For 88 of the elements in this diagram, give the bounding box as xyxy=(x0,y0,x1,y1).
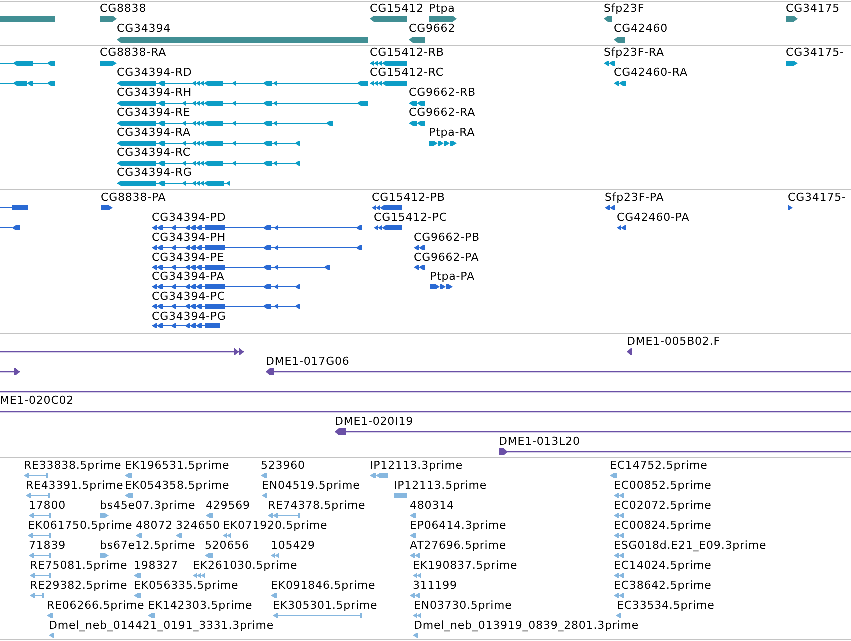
est-label: IP12113.3prime xyxy=(370,460,464,472)
gene-label: Ptpa xyxy=(429,3,456,15)
est-label: RE06266.5prime xyxy=(47,600,145,612)
est-label: EC00852.5prime xyxy=(614,480,712,492)
transcript-label: CG34394-RG xyxy=(117,167,192,179)
est-label: 198327 xyxy=(134,560,178,572)
est-label: bs45e07.3prime xyxy=(100,500,196,512)
clone-label: DME1-017G06 xyxy=(266,356,350,368)
est-label: bs67e12.5prime xyxy=(100,540,196,552)
gene-label: CG34394 xyxy=(117,23,171,35)
transcript-label: Ptpa-RA xyxy=(429,127,476,139)
gene-label: CG15412 xyxy=(370,3,424,15)
est-label: RE33838.5prime xyxy=(24,460,122,472)
gene-label: Sfp23F xyxy=(604,3,645,15)
transcript-label: CG9662-RB xyxy=(409,87,476,99)
est-label: Dmel_neb_013919_0839_2801.3prime xyxy=(414,620,640,632)
protein-label: CG34394-PC xyxy=(152,291,226,303)
clone-label: DME1-020I19 xyxy=(335,416,414,428)
gene-label: CG42460 xyxy=(614,23,668,35)
est-label: RE43391.5prime xyxy=(26,480,124,492)
est-label: EC14024.5prime xyxy=(614,560,712,572)
est-label: RE75081.5prime xyxy=(30,560,128,572)
est-label: 429569 xyxy=(206,500,250,512)
est-label: EC33534.5prime xyxy=(617,600,715,612)
est-label: EK190837.5prime xyxy=(413,560,518,572)
est-label: 17800 xyxy=(29,500,66,512)
est-label: IP12113.5prime xyxy=(394,480,488,492)
est-label: 71839 xyxy=(29,540,66,552)
clone-label: ME1-020C02 xyxy=(0,395,74,407)
protein-label: CG42460-PA xyxy=(617,212,690,224)
est-label: 48072 xyxy=(136,520,173,532)
gene-label: CG9662 xyxy=(409,23,456,35)
protein-label: CG34394-PH xyxy=(152,232,226,244)
gene-label: CG8838 xyxy=(100,3,147,15)
est-label: 523960 xyxy=(261,460,306,472)
transcript-label: CG34175- xyxy=(786,47,844,59)
est-label: EP06414.3prime xyxy=(410,520,507,532)
est-label: EK054358.5prime xyxy=(125,480,230,492)
transcript-label: CG34394-RC xyxy=(117,147,191,159)
est-label: EK071920.5prime xyxy=(223,520,328,532)
transcript-label: CG34394-RH xyxy=(117,87,192,99)
est-label: 311199 xyxy=(413,580,458,592)
protein-label: CG15412-PC xyxy=(374,212,448,224)
transcript-label: CG15412-RC xyxy=(370,67,444,79)
est-label: ESG018d.E21_E09.3prime xyxy=(614,540,767,552)
est-label: EK142303.5prime xyxy=(148,600,253,612)
protein-label: CG15412-PB xyxy=(372,192,446,204)
est-label: EC00824.5prime xyxy=(614,520,712,532)
est-label: 520656 xyxy=(205,540,250,552)
est-label: EK196531.5prime xyxy=(125,460,230,472)
gene-label: CG34175 xyxy=(786,3,840,15)
protein-label: CG34394-PA xyxy=(152,271,225,283)
protein-label: Sfp23F-PA xyxy=(605,192,664,204)
transcript-label: CG15412-RB xyxy=(370,47,444,59)
est-label: EN03730.5prime xyxy=(414,600,512,612)
protein-label: CG9662-PA xyxy=(414,252,480,264)
est-label: EC14752.5prime xyxy=(610,460,708,472)
est-label: 480314 xyxy=(410,500,454,512)
clone-label: DME1-005B02.F xyxy=(627,336,720,348)
est-label: Dmel_neb_014421_0191_3331.3prime xyxy=(49,620,274,632)
est-label: 105429 xyxy=(271,540,316,552)
transcript-label: CG34394-RD xyxy=(117,67,192,79)
est-label: 324650 xyxy=(176,520,220,532)
protein-label: Ptpa-PA xyxy=(430,271,475,283)
protein-label: CG9662-PB xyxy=(414,232,480,244)
protein-label: CG34175- xyxy=(788,192,846,204)
transcript-label: CG34394-RE xyxy=(117,107,191,119)
protein-label: CG34394-PE xyxy=(152,252,225,264)
est-label: EC38642.5prime xyxy=(614,580,712,592)
est-label: EK091846.5prime xyxy=(271,580,376,592)
est-label: EK056335.5prime xyxy=(134,580,239,592)
protein-label: CG34394-PG xyxy=(152,311,226,323)
est-label: EK261030.5prime xyxy=(193,560,298,572)
transcript-label: CG34394-RA xyxy=(117,127,191,139)
transcript-label: Sfp23F-RA xyxy=(604,47,664,59)
est-label: EK061750.5prime xyxy=(28,520,133,532)
protein-label: CG8838-PA xyxy=(101,192,166,204)
est-label: EN04519.5prime xyxy=(262,480,360,492)
est-label: EK305301.5prime xyxy=(273,600,378,612)
est-label: RE29382.5prime xyxy=(30,580,128,592)
transcript-label: CG9662-RA xyxy=(409,107,476,119)
clone-label: DME1-013L20 xyxy=(499,436,580,448)
transcript-label: CG8838-RA xyxy=(100,47,166,59)
transcript-label: CG42460-RA xyxy=(614,67,688,79)
est-label: EC02072.5prime xyxy=(614,500,712,512)
est-label: RE74378.5prime xyxy=(268,500,366,512)
est-label: AT27696.5prime xyxy=(410,540,507,552)
protein-label: CG34394-PD xyxy=(152,212,226,224)
